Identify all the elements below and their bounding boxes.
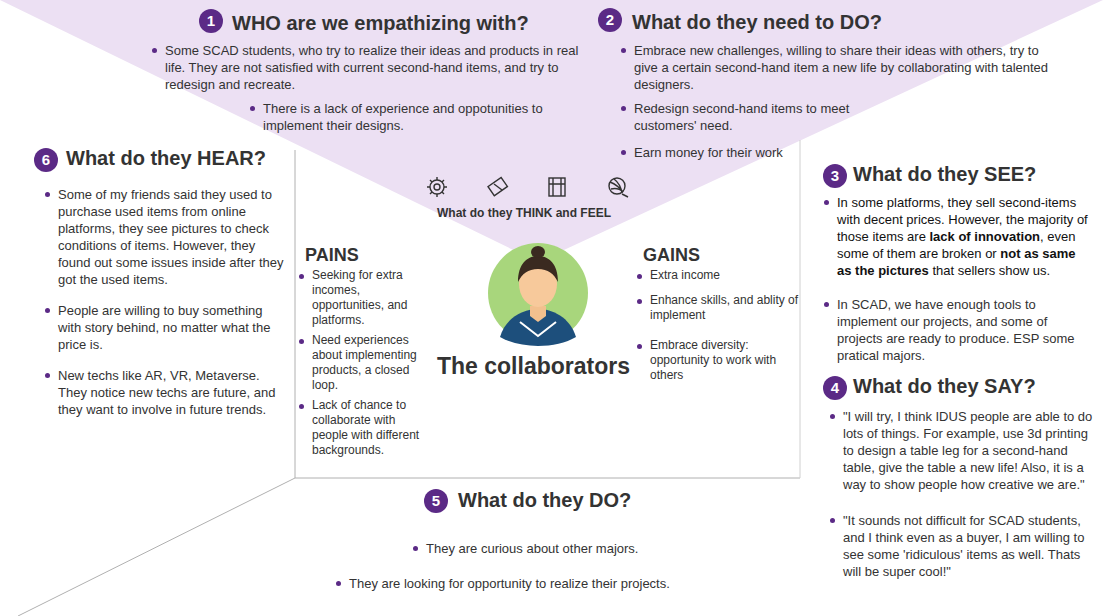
callout-number-text: 2 — [606, 11, 614, 28]
callout-number-text: 5 — [432, 492, 440, 509]
avatar — [488, 243, 588, 346]
pain-item: Seeking for extra incomes, opportunities… — [312, 268, 434, 328]
gains-heading: GAINS — [643, 244, 700, 266]
bullet-text: They are looking for opportunity to real… — [349, 575, 670, 592]
bullet-text: Earn money for their work — [634, 144, 894, 161]
callout-number: 1 — [199, 9, 223, 33]
see-bullet: In some platforms, they sell second-item… — [837, 194, 1092, 279]
bullet-text: that sellers show us. — [932, 263, 1050, 278]
callout-number: 4 — [823, 376, 847, 400]
persona-name: The collaborators — [437, 352, 630, 380]
frame-line — [800, 140, 801, 478]
bullet-text: People are willing to buy something with… — [58, 302, 288, 353]
bullet-text: Some SCAD students, who try to realize t… — [165, 42, 585, 93]
quote-text: "It sounds not difficult for SCAD studen… — [843, 512, 1098, 580]
callout-number-text: 4 — [831, 379, 839, 396]
gain-item: Embrace diversity: opportunity to work w… — [650, 338, 800, 383]
bullet-text: In SCAD, we have enough tools to impleme… — [837, 296, 1092, 364]
ticket-icon — [488, 177, 507, 195]
bullet-text: Embrace new challenges, willing to share… — [634, 42, 1054, 93]
gain-item: Enhance skills, and ablity of implement — [650, 293, 800, 323]
frame-line — [18, 478, 295, 616]
section-heading: WHO are we empathizing with? — [232, 11, 529, 35]
section-heading: What do they SEE? — [853, 162, 1036, 186]
bullet-text: They are curious about other majors. — [426, 540, 638, 557]
gain-item: Extra income — [650, 268, 800, 283]
callout-number: 3 — [823, 164, 847, 188]
pain-item: Need experiences about implementing prod… — [312, 333, 434, 393]
section-heading: What do they DO? — [458, 488, 631, 512]
callout-number-text: 3 — [831, 167, 839, 184]
section-heading: What do they need to DO? — [632, 10, 882, 34]
bullet-text: Some of my friends said they used to pur… — [58, 186, 288, 288]
bullet-text: There is a lack of experience and oppotu… — [263, 100, 583, 134]
frame-line — [295, 150, 296, 478]
section-heading: What do they HEAR? — [66, 146, 266, 170]
bullet-text: New techs like AR, VR, Metaverse. They n… — [58, 367, 288, 418]
callout-number-text: 1 — [207, 12, 215, 29]
callout-number-text: 6 — [42, 151, 50, 168]
callout-number: 2 — [598, 8, 622, 32]
gear-icon — [427, 177, 447, 197]
callout-number: 5 — [424, 489, 448, 513]
box-icon — [549, 178, 565, 196]
pain-item: Lack of chance to collaborate with peopl… — [312, 398, 434, 458]
bullet-text: Redesign second-hand items to meet custo… — [634, 100, 894, 134]
yarn-icon — [609, 178, 628, 197]
quote-text: "I will try, I think IDUS people are abl… — [843, 408, 1098, 493]
section-heading: What do they SAY? — [853, 374, 1036, 398]
emphasis-text: lack of innovation — [930, 229, 1041, 244]
callout-number: 6 — [34, 148, 58, 172]
frame-line — [295, 478, 800, 479]
think-feel-label: What do they THINK and FEEL — [437, 206, 611, 221]
pains-heading: PAINS — [305, 244, 359, 266]
